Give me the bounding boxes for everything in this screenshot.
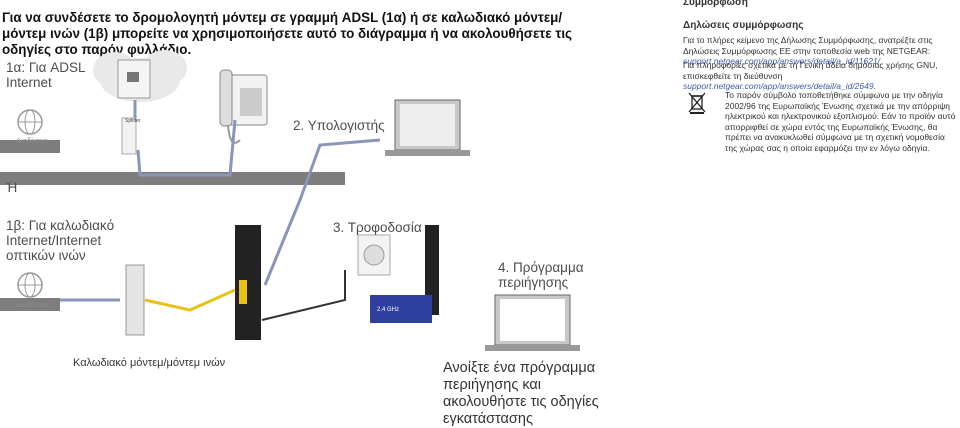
or-label: Ή [6,180,18,195]
computer-label: 2. Υπολογιστής [293,118,385,133]
globe-icon-2 [17,272,43,298]
power-label: 3. Τροφοδοσία [333,220,422,235]
internet-label-2: Διαδίκτυο [16,300,48,309]
router-icon-2 [425,225,439,315]
router-icon [235,225,261,340]
weee-bin-icon [688,92,706,114]
browser-label: 4. Πρόγραμμα περιήγησης [498,260,584,290]
dsl-cable [136,119,237,177]
router-band-label: 2.4 GHz [377,307,400,313]
ethernet-cable [144,288,236,312]
lan-cable [263,138,381,286]
router-box-icon [370,295,432,323]
globe-icon [17,109,43,135]
intro-text: Για να συνδέσετε το δρομολογητή μόντεμ σ… [2,10,573,57]
cable-internet-label: 1β: Για καλωδιακό Internet/Internet οπτι… [6,218,115,263]
compliance-paragraph-1: Για το πλήρες κείμενο της Δήλωσης Συμμόρ… [683,35,955,67]
wall-socket-icon [117,59,151,99]
gnu-link[interactable]: support.netgear.com/app/answers/detail/a… [683,81,874,91]
laptop-icon [385,99,470,156]
power-cable [261,270,346,321]
compliance-subtitle: Δηλώσεις συμμόρφωσης [683,20,804,31]
telephone-icon [219,69,268,144]
splitter-icon [121,117,137,155]
or-bar [0,172,345,185]
laptop-icon-2 [485,294,580,351]
compliance-p1-text: Για το πλήρες κείμενο της Δήλωσης Συμμόρ… [683,35,933,56]
adsl-label: 1α: Για ADSL Internet [6,60,85,90]
splitter-label: Splitter [125,118,141,124]
internet-label: Διαδίκτυο [16,136,48,145]
setup-diagram [0,50,580,351]
modem-caption: Καλωδιακό μόντεμ/μόντεμ ινών [73,357,226,369]
weee-text: Το παρόν σύμβολο τοποθετήθηκε σύμφωνα με… [725,90,956,153]
final-instructions: Ανοίξτε ένα πρόγραμμα περιήγησης και ακο… [443,360,599,427]
compliance-link-1[interactable]: support.netgear.com/app/answers/detail/a… [683,56,881,66]
compliance-paragraph-2: Για πληροφορίες σχετικά με τη Γενική άδε… [683,60,938,91]
cable-modem-icon [125,264,145,336]
compliance-title: Συμμόρφωση [683,0,748,8]
power-outlet-icon [357,234,391,276]
gnu-text: Για πληροφορίες σχετικά με τη Γενική άδε… [683,60,938,81]
cable-bar [0,298,60,311]
adsl-bar [0,140,60,153]
